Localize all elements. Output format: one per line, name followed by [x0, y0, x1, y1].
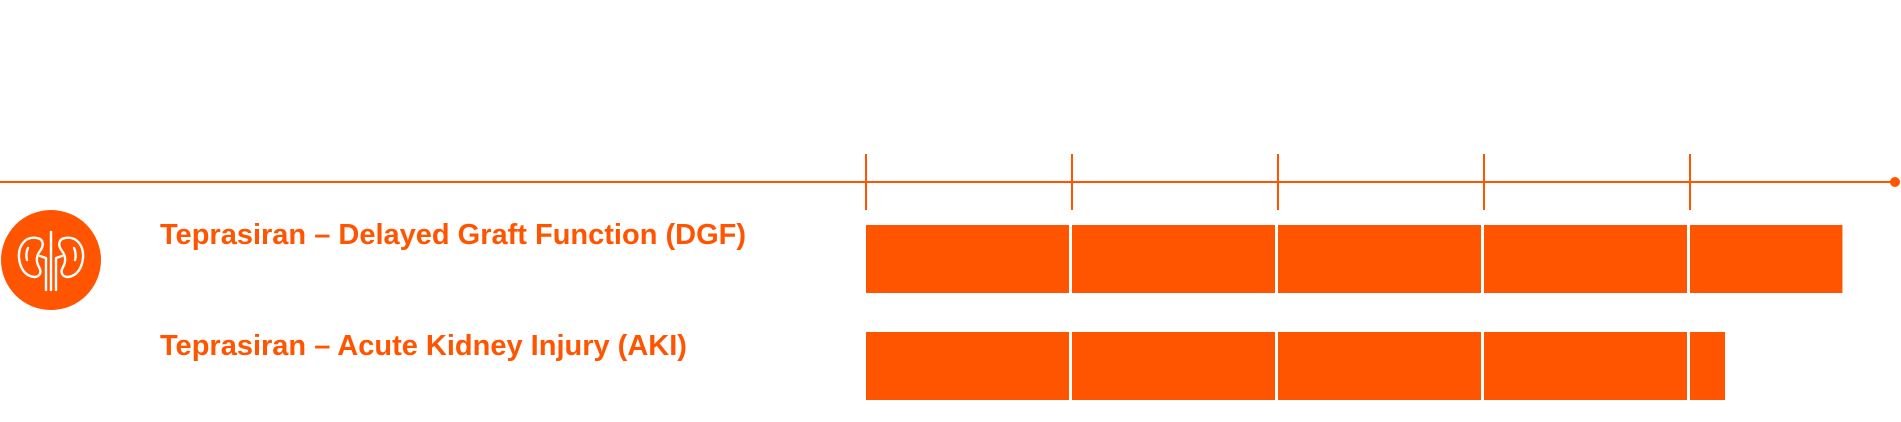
bar-segment-row2-stage5: [1690, 332, 1726, 400]
row-label-aki: Teprasiran – Acute Kidney Injury (AKI): [160, 330, 687, 362]
bar-segment-row2-stage4: [1484, 332, 1687, 400]
timeline-end-dot: [1890, 177, 1900, 187]
bar-segment-row1-stage5: [1690, 225, 1843, 293]
kidney-badge: [1, 210, 101, 310]
kidney-icon: [17, 230, 85, 292]
bar-segment-row2-stage2: [1072, 332, 1275, 400]
bar-segment-row2-stage3: [1278, 332, 1481, 400]
bar-segment-row1-stage3: [1278, 225, 1481, 293]
bar-segment-row1-stage4: [1484, 225, 1687, 293]
row-label-dgf: Teprasiran – Delayed Graft Function (DGF…: [160, 219, 747, 251]
bar-segment-row1-stage1: [866, 225, 1069, 293]
bar-segment-row2-stage1: [866, 332, 1069, 400]
bar-segment-row1-stage2: [1072, 225, 1275, 293]
